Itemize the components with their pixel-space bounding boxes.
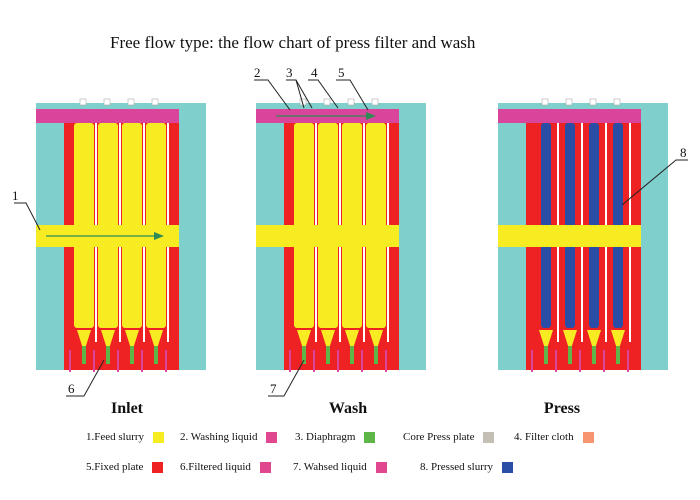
legend-label: 3. Diaphragm — [295, 431, 356, 443]
legend-item-washing-liquid: 2. Washing liquid — [180, 431, 278, 443]
callout-lines — [14, 79, 688, 397]
diaphragm-outlet — [374, 346, 378, 364]
top-port — [127, 98, 135, 106]
header-bar — [498, 109, 641, 123]
diaphragm-outlet — [350, 346, 354, 364]
legend-label: 8. Pressed slurry — [420, 461, 494, 473]
top-port — [323, 98, 331, 106]
legend-item-washed-liquid: 7. Wahsed liquid — [293, 461, 387, 473]
callout-1: 1 — [12, 188, 19, 203]
top-port — [103, 98, 111, 106]
top-port — [151, 98, 159, 106]
top-port — [589, 98, 597, 106]
legend-label: Core Press plate — [403, 431, 475, 443]
callout-line-8 — [621, 159, 688, 206]
legend-item-diaphragm: 3. Diaphragm — [295, 431, 376, 443]
callout-line-2 — [254, 79, 291, 111]
chamber-outlet — [369, 330, 383, 352]
callout-line-3b — [295, 79, 313, 109]
callout-4: 4 — [311, 65, 318, 80]
top-port — [565, 98, 573, 106]
chamber-outlet — [125, 330, 139, 352]
legend-item-filter-cloth: 4. Filter cloth — [514, 431, 594, 443]
panel-label-press: Press — [543, 400, 581, 417]
callout-6: 6 — [68, 381, 75, 396]
callout-8: 8 — [680, 145, 687, 160]
diaphragm-outlet — [326, 346, 330, 364]
press-panel — [498, 98, 668, 372]
legend-label: 7. Wahsed liquid — [293, 461, 367, 473]
legend-item-core-press-plate: Core Press plate — [403, 431, 495, 443]
legend-swatch — [266, 431, 278, 443]
diaphragm-outlet — [154, 346, 158, 364]
chamber-outlet — [345, 330, 359, 352]
legend-swatch — [153, 431, 165, 443]
chamber-outlet — [587, 330, 601, 352]
wash-arrow-head — [366, 112, 376, 120]
callout-3: 3 — [286, 65, 293, 80]
inlet-panel — [36, 98, 206, 372]
diagram-title: Free flow type: the flow chart of press … — [110, 33, 476, 52]
legend-label: 6.Filtered liquid — [180, 461, 251, 473]
chamber-outlet — [77, 330, 91, 352]
diaphragm-outlet — [616, 346, 620, 364]
header-bar — [36, 109, 179, 123]
callout-2: 2 — [254, 65, 261, 80]
legend-item-pressed-slurry: 8. Pressed slurry — [420, 461, 514, 473]
top-port — [347, 98, 355, 106]
diaphragm-outlet — [106, 346, 110, 364]
top-port — [541, 98, 549, 106]
diaphragm-outlet — [130, 346, 134, 364]
chamber-outlet — [611, 330, 625, 352]
wash-panel — [256, 98, 426, 372]
top-port — [371, 98, 379, 106]
legend-swatch — [152, 461, 164, 473]
legend-swatch — [375, 461, 387, 473]
diaphragm-outlet — [302, 346, 306, 364]
chamber-outlet — [563, 330, 577, 352]
legend-swatch — [483, 431, 495, 443]
panel-label-inlet: Inlet — [111, 400, 143, 417]
legend-label: 2. Washing liquid — [180, 431, 258, 443]
legend-label: 1.Feed slurry — [86, 431, 145, 443]
legend-item-feed-slurry: 1.Feed slurry — [86, 431, 165, 443]
callout-line-4 — [308, 79, 339, 109]
legend-swatch — [502, 461, 514, 473]
panel-label-wash: Wash — [328, 400, 368, 417]
legend-item-filtered-liquid: 6.Filtered liquid — [180, 461, 271, 473]
legend-item-fixed-plate: 5.Fixed plate — [86, 461, 164, 473]
chamber-outlet — [149, 330, 163, 352]
chamber-outlet — [101, 330, 115, 352]
legend-label: 4. Filter cloth — [514, 431, 574, 443]
legend-label: 5.Fixed plate — [86, 461, 144, 473]
chamber-outlet — [321, 330, 335, 352]
diaphragm-outlet — [592, 346, 596, 364]
inlet-pipe — [498, 225, 641, 247]
callout-5: 5 — [338, 65, 345, 80]
callout-7: 7 — [270, 381, 277, 396]
top-port — [79, 98, 87, 106]
chamber-outlet — [297, 330, 311, 352]
inlet-pipe — [256, 225, 399, 247]
chamber-outlet — [539, 330, 553, 352]
top-port — [613, 98, 621, 106]
diaphragm-outlet — [568, 346, 572, 364]
callout-line-5 — [336, 79, 369, 111]
diaphragm-outlet — [82, 346, 86, 364]
diaphragm-outlet — [544, 346, 548, 364]
flow-arrow-head — [154, 232, 164, 240]
legend-swatch — [364, 431, 376, 443]
callout-line-1 — [14, 202, 41, 231]
callout-line-7 — [268, 359, 305, 397]
legend-swatch — [259, 461, 271, 473]
callout-line-6 — [66, 359, 105, 397]
legend-swatch — [582, 431, 594, 443]
